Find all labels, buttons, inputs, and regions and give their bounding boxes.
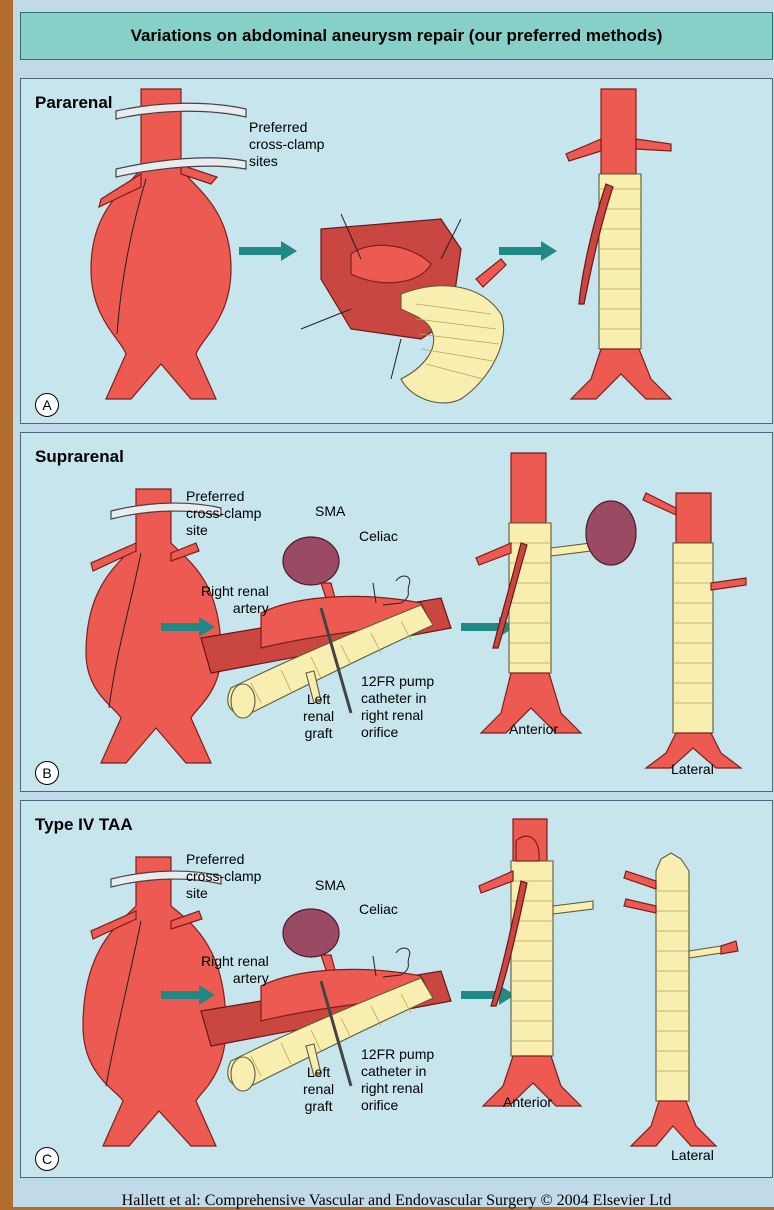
panel-letter: A — [35, 393, 59, 417]
left-renal-graft-label: Left renal graft — [303, 691, 334, 742]
right-renal-artery-label: Right renal artery — [201, 583, 269, 617]
left-renal-graft-label: Left renal graft — [303, 1064, 334, 1115]
figure-title: Variations on abdominal aneurysm repair … — [20, 12, 773, 60]
type-iv-taa-illustration — [21, 801, 774, 1179]
pump-catheter-label: 12FR pump catheter in right renal orific… — [361, 1046, 434, 1114]
credit-line: Hallett et al: Comprehensive Vascular an… — [20, 1192, 773, 1210]
panel-suprarenal: Suprarenal Prefer — [20, 432, 773, 792]
lateral-label: Lateral — [671, 1147, 714, 1164]
panel-letter: B — [35, 761, 59, 785]
sma-label: SMA — [315, 877, 345, 894]
panel-pararenal: Pararenal Preferred cross-clamp sites A — [20, 78, 773, 424]
celiac-label: Celiac — [359, 901, 398, 918]
sma-label: SMA — [315, 503, 345, 520]
pararenal-illustration — [21, 79, 774, 425]
anterior-label: Anterior — [509, 721, 558, 738]
panel-type-iv-taa: Type IV TAA Preferred — [20, 800, 773, 1178]
clamp-site-label: Preferred cross-clamp site — [186, 851, 261, 902]
right-renal-artery-label: Right renal artery — [201, 953, 269, 987]
clamp-sites-label: Preferred cross-clamp sites — [249, 119, 324, 170]
anterior-label: Anterior — [503, 1094, 552, 1111]
lateral-label: Lateral — [671, 761, 714, 778]
celiac-label: Celiac — [359, 528, 398, 545]
pump-catheter-label: 12FR pump catheter in right renal orific… — [361, 673, 434, 741]
clamp-site-label: Preferred cross-clamp site — [186, 488, 261, 539]
panel-letter: C — [35, 1147, 59, 1171]
